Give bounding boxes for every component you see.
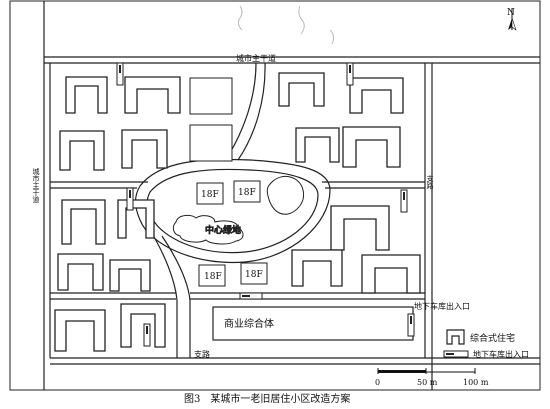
scale-max: 100 m <box>463 378 489 387</box>
road-edges <box>43 1 540 390</box>
garage-entrances <box>116 62 415 347</box>
tower-label: 18F <box>245 270 263 280</box>
courtyard-building <box>109 259 151 292</box>
courtyard-building <box>65 76 108 114</box>
central-green: 中心绿地 <box>172 175 305 245</box>
courtyard-building <box>342 126 401 168</box>
courtyard-building <box>120 303 166 348</box>
courtyard-building <box>124 76 181 114</box>
garage-entrance-marker <box>400 189 408 213</box>
garage-legend-icon <box>443 350 469 358</box>
scale-zero: 0 <box>375 378 380 387</box>
courtyard-building <box>278 72 325 107</box>
garage-ramp-mark <box>242 295 250 297</box>
garage-entrance-marker <box>143 323 151 347</box>
garage-entrance-marker <box>239 292 263 300</box>
garage-ramp-mark <box>129 190 131 198</box>
garage-entrance-marker <box>126 187 134 211</box>
garage-ramp-mark <box>403 192 405 200</box>
courtyard-building <box>291 249 343 287</box>
garage-ramp-mark <box>146 326 148 334</box>
figure-caption: 图3 某城市一老旧居住小区改造方案 <box>184 392 350 405</box>
commercial-complex <box>212 306 414 341</box>
garage-entrance-label: 地下车库出入口 <box>414 301 470 311</box>
housing-legend-icon <box>446 329 465 345</box>
scale-bar: 0 50 m 100 m <box>375 368 489 387</box>
courtyard-building <box>59 130 105 171</box>
scale-mid: 50 m <box>417 378 438 387</box>
building-block <box>189 77 233 115</box>
tower-blocks: 18F 18F 18F 18F <box>196 180 268 287</box>
north-arrow-icon: N <box>507 8 517 31</box>
building-block <box>189 124 233 162</box>
central-green-label: 中心绿地 <box>205 224 241 236</box>
courtyard-building <box>295 127 340 163</box>
garage-entrance-marker <box>116 62 124 86</box>
main-road-label: 城市主干道 <box>236 53 276 63</box>
left-road-label: 城市主干道 <box>32 168 40 204</box>
garage-entrance-marker <box>407 313 415 337</box>
garage-ramp-mark <box>410 316 412 324</box>
tower-label: 18F <box>238 188 256 198</box>
courtyard-building <box>349 77 404 114</box>
housing-legend-label: 综合式住宅 <box>470 332 515 344</box>
bottom-road-label: 支路 <box>194 349 210 359</box>
background-texture <box>237 5 335 45</box>
tower-block <box>233 180 261 203</box>
courtyard-building <box>117 199 155 239</box>
tower-block <box>240 262 268 285</box>
tower-label: 18F <box>201 190 219 200</box>
courtyard-building <box>54 309 106 352</box>
north-label: N <box>507 8 515 18</box>
tower-block <box>198 264 226 287</box>
courtyard-building <box>361 254 421 294</box>
commercial-label: 商业综合体 <box>224 317 274 330</box>
legend: 综合式住宅 地下车库出入口 <box>443 329 529 359</box>
garage-legend-label: 地下车库出入口 <box>473 349 529 359</box>
garage-ramp-mark <box>119 65 121 73</box>
plain-blocks <box>189 77 233 162</box>
tower-block <box>196 182 224 205</box>
right-road-label: 支路 <box>426 174 434 190</box>
garage-entrance-marker <box>346 62 354 86</box>
garage-ramp-mark <box>349 65 351 73</box>
courtyard-building <box>57 253 104 291</box>
courtyard-building <box>61 199 106 245</box>
courtyard-building <box>121 129 168 169</box>
tower-label: 18F <box>204 272 222 282</box>
courtyard-residential-blocks <box>54 72 421 352</box>
